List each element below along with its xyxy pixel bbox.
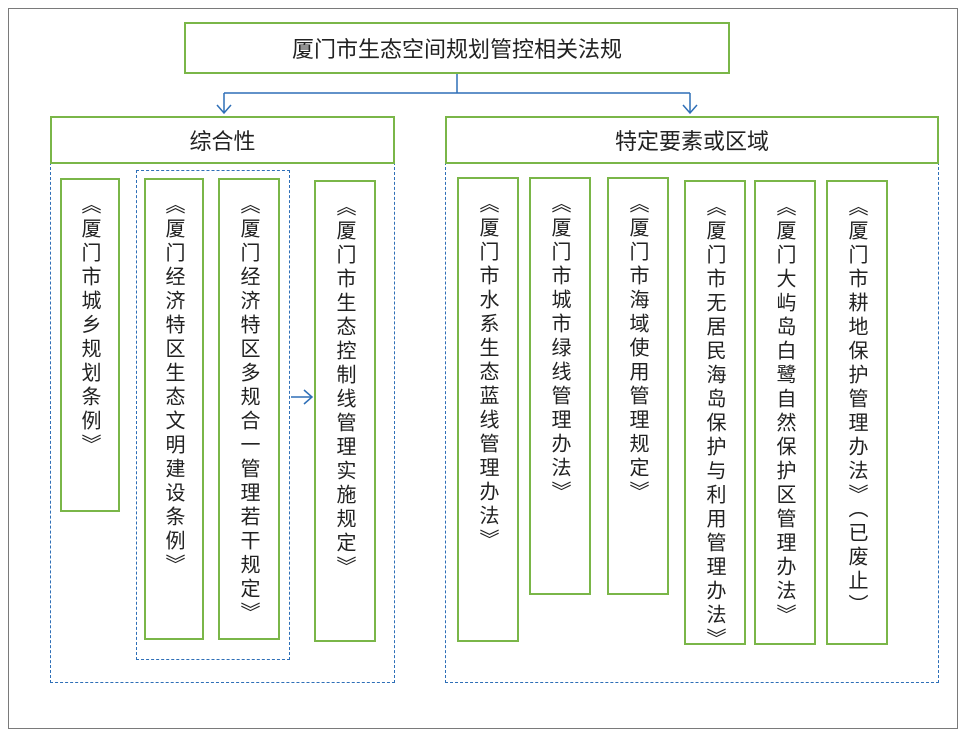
arrow-head-control-line [303, 389, 314, 405]
title-box: 厦门市生态空间规划管控相关法规 [184, 22, 730, 74]
law-box: 《厦门市无居民海岛保护与利用管理办法》 [684, 180, 746, 652]
law-box: 《厦门经济特区生态文明建设条例》 [144, 178, 204, 640]
law-title: 《厦门市无居民海岛保护与利用管理办法》 [703, 196, 727, 652]
category-label: 特定要素或区域 [614, 130, 769, 155]
arrow-head-left [216, 104, 232, 115]
category-specific: 特定要素或区域 [445, 116, 939, 164]
title-text: 厦门市生态空间规划管控相关法规 [291, 38, 622, 63]
law-title: 《厦门市耕地保护管理办法》（已废止） [845, 196, 869, 618]
special-zone-subgroup [136, 170, 290, 660]
law-title: 《厦门市水系生态蓝线管理办法》 [476, 193, 500, 553]
law-box: 《厦门市城乡规划条例》 [60, 178, 120, 512]
law-title: 《厦门大屿岛白鹭自然保护区管理办法》 [773, 196, 797, 628]
category-comprehensive: 综合性 [50, 116, 395, 164]
law-box: 《厦门市生态控制线管理实施规定》 [314, 180, 376, 642]
diagram-frame [8, 8, 958, 729]
law-title: 《厦门经济特区多规合一管理若干规定》 [237, 194, 261, 626]
law-title: 《厦门经济特区生态文明建设条例》 [162, 194, 186, 578]
law-title: 《厦门市海域使用管理规定》 [626, 193, 650, 505]
law-title: 《厦门市城市绿线管理办法》 [548, 193, 572, 505]
law-box: 《厦门大屿岛白鹭自然保护区管理办法》 [754, 180, 816, 645]
arrow-head-right [682, 104, 698, 115]
law-title: 《厦门市城乡规划条例》 [78, 194, 102, 458]
law-title: 《厦门市生态控制线管理实施规定》 [333, 196, 357, 580]
law-box: 《厦门市耕地保护管理办法》（已废止） [826, 180, 888, 645]
law-box: 《厦门市海域使用管理规定》 [607, 177, 669, 595]
law-box: 《厦门市水系生态蓝线管理办法》 [457, 177, 519, 642]
category-label: 综合性 [189, 130, 256, 155]
law-box: 《厦门经济特区多规合一管理若干规定》 [218, 178, 280, 640]
law-box: 《厦门市城市绿线管理办法》 [529, 177, 591, 595]
